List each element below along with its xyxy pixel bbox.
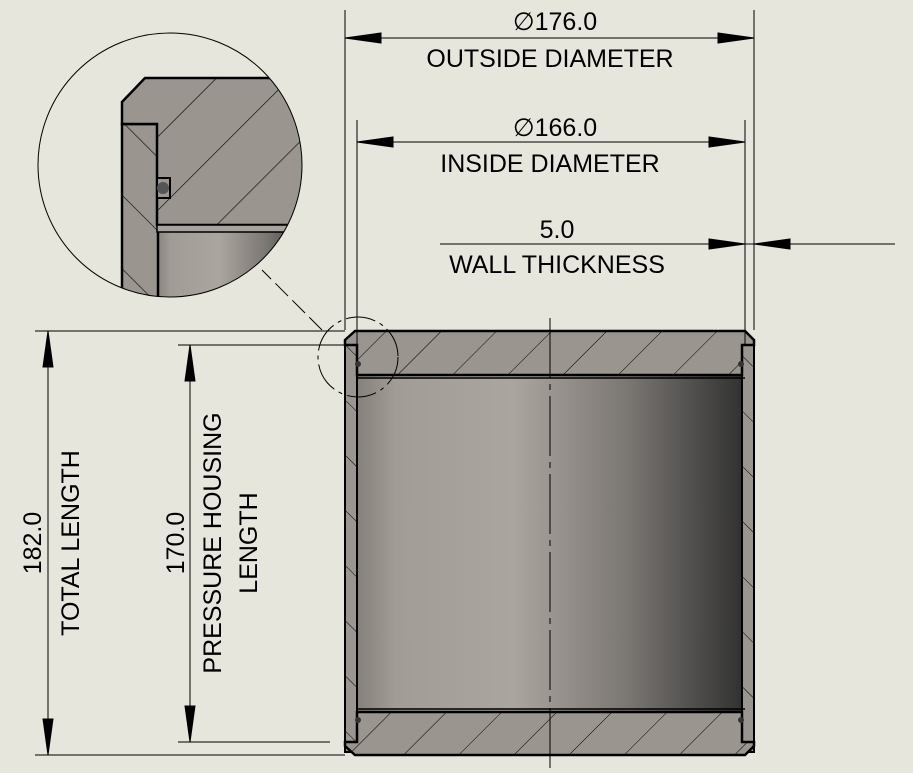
detail-view bbox=[37, 32, 399, 398]
o-ring-right-bottom bbox=[738, 717, 744, 723]
o-ring-right-top bbox=[738, 361, 744, 367]
o-ring-left-bottom bbox=[355, 717, 361, 723]
o-ring-left-top bbox=[355, 361, 361, 367]
left-sleeve-wall bbox=[344, 339, 358, 753]
dimension-lines bbox=[35, 10, 895, 756]
inner-tube-surface bbox=[357, 375, 745, 712]
phl-label-line2: LENGTH bbox=[235, 492, 263, 593]
id-value: ∅166.0 bbox=[513, 114, 597, 142]
total-length-label: TOTAL LENGTH bbox=[57, 450, 85, 636]
phl-value: 170.0 bbox=[162, 512, 190, 575]
detail-callout-circle bbox=[317, 316, 399, 398]
od-value: ∅176.0 bbox=[513, 8, 597, 36]
total-length-value: 182.0 bbox=[19, 512, 47, 575]
wall-value: 5.0 bbox=[540, 216, 575, 244]
bushing-section-view bbox=[343, 318, 756, 772]
detail-circle bbox=[37, 32, 303, 298]
detail-leader-line bbox=[261, 269, 323, 331]
wall-label: WALL THICKNESS bbox=[449, 251, 665, 279]
od-label: OUTSIDE DIAMETER bbox=[426, 45, 673, 73]
id-label: INSIDE DIAMETER bbox=[440, 150, 659, 178]
phl-label-line1: PRESSURE HOUSING bbox=[199, 412, 227, 673]
o-ring-detail bbox=[157, 182, 169, 194]
right-sleeve-wall bbox=[741, 339, 755, 753]
